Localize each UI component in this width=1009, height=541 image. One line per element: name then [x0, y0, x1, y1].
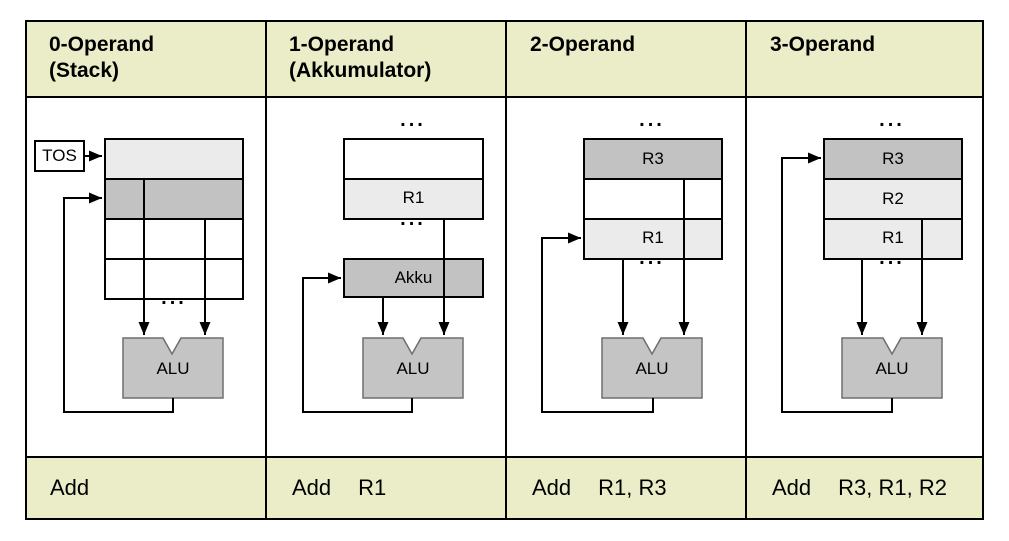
registers-ellipsis-top: ...: [639, 109, 665, 131]
column-divider-2: [505, 20, 507, 520]
instruction-example-3: Add R3, R1, R2: [772, 456, 947, 520]
instruction-example-0: Add: [50, 456, 116, 520]
header-line1: 0-Operand: [49, 33, 155, 56]
header-band: [25, 20, 984, 96]
header-divider-line: [25, 96, 984, 98]
register-cell: [345, 140, 482, 180]
akku-box: Akku: [343, 258, 484, 298]
header-line1: 3-Operand: [770, 33, 876, 56]
registers-ellipsis-top: ...: [879, 109, 905, 131]
header-1-operand: 1-Operand (Akkumulator): [289, 32, 431, 84]
footer-divider-line: [25, 456, 984, 458]
tos-box: TOS: [34, 140, 85, 172]
stack-ellipsis: ...: [161, 287, 187, 309]
alu-label: ALU: [875, 359, 909, 378]
mnemonic: Add: [532, 475, 572, 500]
register-cell: [585, 180, 721, 220]
header-line1: 2-Operand: [530, 33, 636, 56]
alu-label: ALU: [635, 359, 669, 378]
instruction-example-1: Add R1: [292, 456, 386, 520]
stack-cell-tos: [106, 140, 242, 180]
footer-band: [25, 456, 984, 520]
header-line2: (Akkumulator): [289, 59, 432, 82]
stack-cell-3: [106, 220, 242, 260]
operands: R1: [358, 475, 387, 500]
registers-ellipsis-bottom: ...: [879, 247, 905, 269]
register-cell-r1: R1: [345, 180, 482, 218]
register-cell-r2: R2: [825, 180, 961, 220]
register-file: R3 R2 R1: [823, 138, 963, 260]
registers-ellipsis-bottom: ...: [639, 247, 665, 269]
header-0-operand: 0-Operand (Stack): [49, 32, 154, 84]
mnemonic: Add: [292, 475, 332, 500]
stack: [104, 138, 244, 300]
operands: R1, R3: [598, 475, 667, 500]
header-line2: (Stack): [49, 59, 120, 82]
header-line1: 1-Operand: [289, 33, 395, 56]
registers-ellipsis-bottom: ...: [400, 208, 426, 230]
header-3-operand: 3-Operand: [770, 32, 875, 58]
stack-cell-2: [106, 180, 242, 220]
column-divider-1: [265, 20, 267, 520]
instruction-example-2: Add R1, R3: [532, 456, 667, 520]
writeback-arrow: [302, 272, 413, 413]
register-cell-r3: R3: [825, 140, 961, 180]
header-2-operand: 2-Operand: [530, 32, 635, 58]
column-divider-3: [745, 20, 747, 520]
register-file: R1: [343, 138, 484, 220]
register-cell-r3: R3: [585, 140, 721, 180]
alu-label: ALU: [396, 359, 430, 378]
alu-label: ALU: [156, 359, 190, 378]
register-file: R3 R1: [583, 138, 723, 260]
mnemonic: Add: [772, 475, 812, 500]
registers-ellipsis-top: ...: [400, 109, 426, 131]
operands: R3, R1, R2: [838, 475, 947, 500]
mnemonic: Add: [50, 475, 90, 500]
